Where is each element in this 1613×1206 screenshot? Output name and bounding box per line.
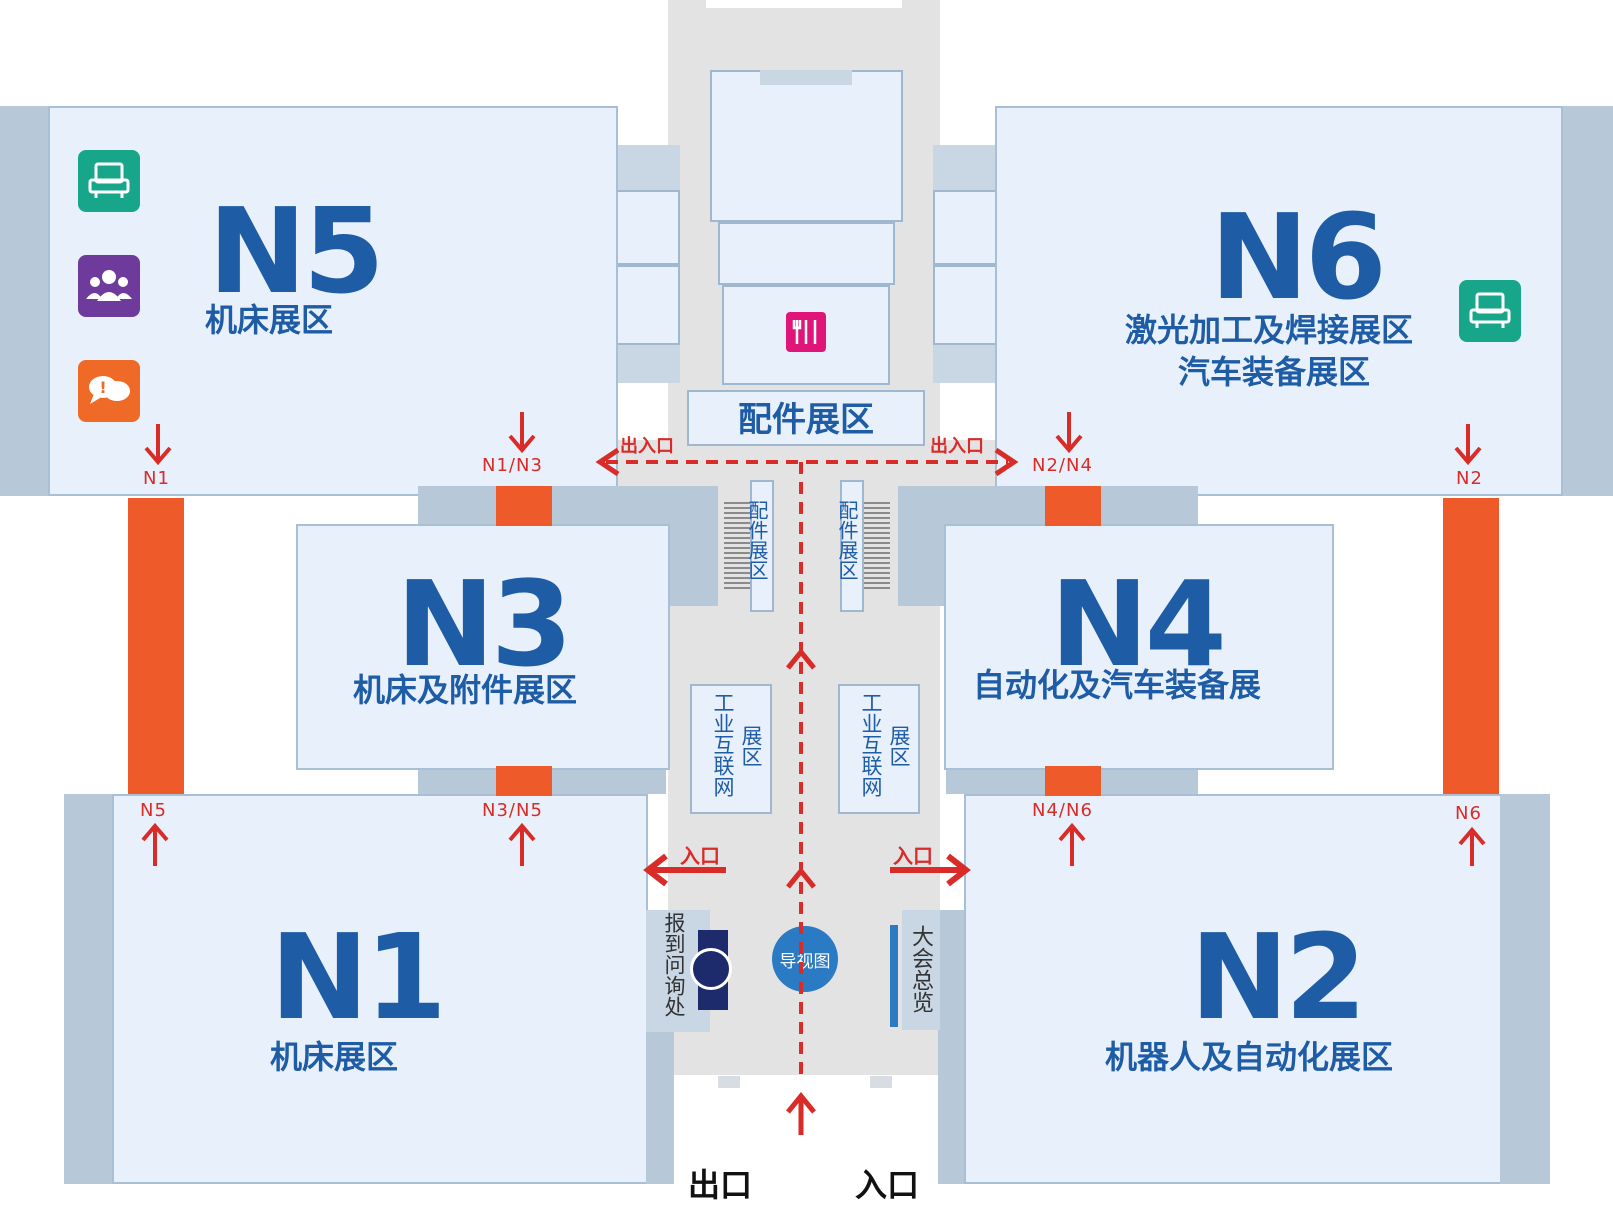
hall-n4-zone: 自动化及汽车装备展 [973,666,1262,704]
n3-north-wall [418,486,718,526]
overview-board-bg [902,910,940,1030]
entry-exit-right-label: 出入口 [930,436,984,457]
hall-n2 [964,794,1502,1184]
hall-n2-name: N2 [1190,908,1367,1046]
entrance-right-label: 入口 [893,844,933,868]
overview-label: 大会总览 [908,925,933,1013]
hall-n1-name: N1 [270,908,447,1046]
n5-west-wall [0,106,48,496]
svg-text:!: ! [99,378,106,397]
north-gate-gap [706,0,902,8]
door-label-n3n5: N3/N5 [482,800,543,821]
iiot-right-label-b: 展区 [887,725,911,767]
overview-board-bar [890,925,898,1027]
door-block-n2n4 [1045,486,1101,526]
hall-n6-name: N6 [1210,188,1387,326]
side-accessories-right-label: 配件展区 [835,500,859,580]
registration-kiosk-icon [690,948,732,990]
hall-n4 [944,524,1334,770]
connector-n6-n2 [1443,498,1499,794]
hall-n1 [112,794,648,1184]
side-accessories-right-box [840,480,864,612]
accessories-hall-label: 配件展区 [738,400,874,440]
bottom-entrance-label: 入口 [855,1166,920,1204]
hall-n1-zone: 机床展区 [270,1038,399,1076]
iiot-right-box [838,684,920,814]
registration-label: 报到问询处 [662,912,686,1017]
gate-post-right [870,1076,892,1088]
connector-n5-n1 [128,498,184,794]
iiot-left-label-b: 展区 [739,725,763,767]
n2-west-wall [938,910,966,1184]
meeting-people-icon [78,255,140,317]
entrance-left-label: 入口 [680,844,720,868]
entry-exit-left-label: 出入口 [620,436,674,457]
hall-n6-zone-1: 激光加工及焊接展区 [1125,311,1414,349]
consultation-chat-icon: ! [78,360,140,422]
door-block-n3n5 [496,766,552,796]
n1-west-wall [64,794,114,1184]
n2-east-wall [1500,794,1550,1184]
door-label-n1n3: N1/N3 [482,455,543,476]
iiot-left-label-a: 工业互联网 [711,692,735,797]
lounge-chair-icon [1459,280,1521,342]
n3-east-wall [666,526,718,606]
north-hall-middle [718,222,895,285]
door-label-n2n4: N2/N4 [1032,455,1093,476]
door-block-n4n6 [1045,766,1101,796]
guide-map-label: 导视图 [779,952,831,972]
guide-map-marker[interactable] [772,926,838,992]
stairs-right [862,502,890,592]
bottom-exit-label: 出口 [688,1166,753,1204]
door-block-n1n3 [496,486,552,526]
door-label-n2: N2 [1456,468,1483,489]
accessories-hall [687,390,925,446]
n4-west-wall [898,526,946,606]
hall-n5-name: N5 [208,182,385,320]
hall-n3 [296,524,670,770]
hall-n4-name: N4 [1050,555,1227,693]
stairs-left [724,502,752,592]
hall-n2-zone: 机器人及自动化展区 [1105,1038,1394,1076]
restaurant-icon [786,312,826,352]
side-accessories-left-box [750,480,774,612]
iiot-right-label-a: 工业互联网 [859,692,883,797]
door-label-n6: N6 [1455,803,1482,824]
hall-n3-name: N3 [396,555,573,693]
side-accessories-left-label: 配件展区 [745,500,769,580]
door-label-n4n6: N4/N6 [1032,800,1093,821]
north-hall-top-cap [760,70,852,85]
lounge-chair-icon [78,150,140,212]
north-hall-top [710,70,903,222]
hall-n3-zone: 机床及附件展区 [353,671,578,709]
gate-post-left [718,1076,740,1088]
hall-n6-zone-2: 汽车装备展区 [1178,353,1371,391]
door-label-n5: N5 [140,800,167,821]
hall-n5-zone: 机床展区 [205,301,334,339]
door-label-n1: N1 [143,468,170,489]
n6-east-wall [1563,106,1613,496]
iiot-left-box [690,684,772,814]
